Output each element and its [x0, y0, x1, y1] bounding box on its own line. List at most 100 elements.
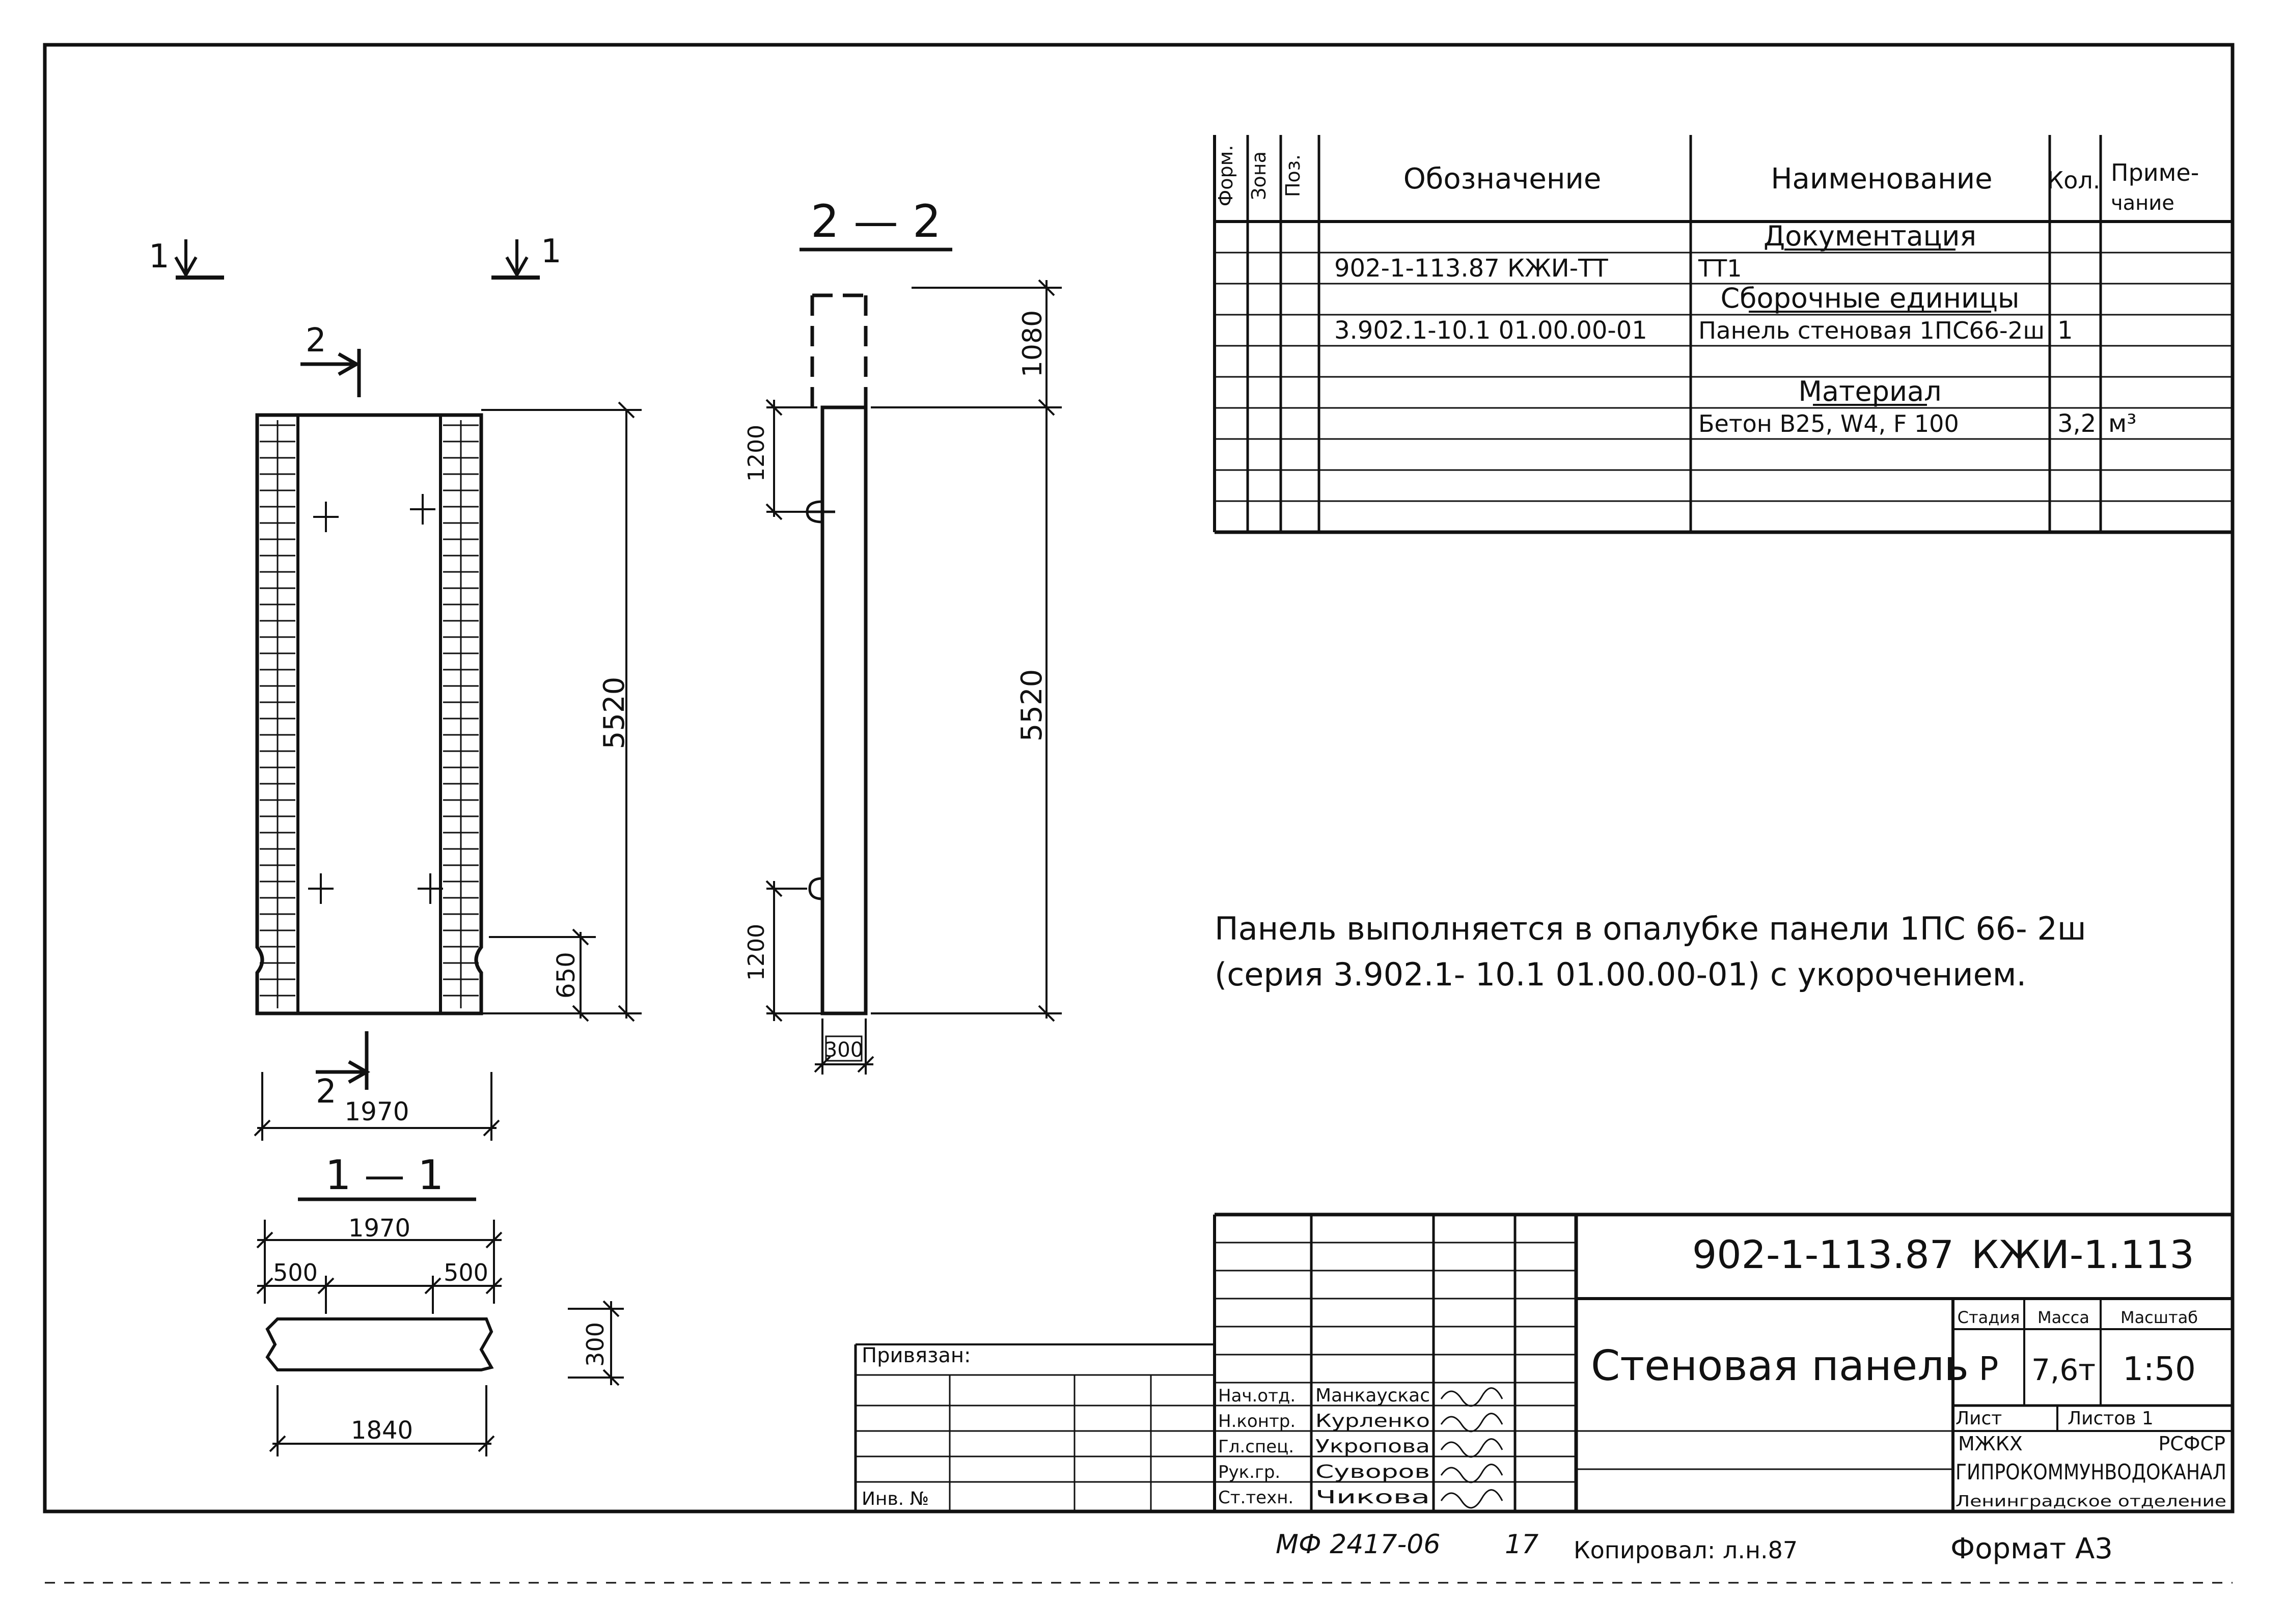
cut-2-bottom-mark	[316, 1031, 371, 1090]
staff-name: Суворов	[1315, 1462, 1430, 1482]
anchor-mark	[308, 873, 334, 904]
specification-table: Форм. Зона Поз. Обозначение Наименование…	[1213, 135, 2233, 534]
header-note-2: чание	[2111, 191, 2174, 215]
cut-2-bottom-label: 2	[316, 1073, 337, 1111]
sec1-left-offset: 500	[273, 1259, 318, 1286]
header-name: Наименование	[1771, 162, 1992, 196]
mass-value: 7,6т	[2031, 1353, 2096, 1387]
inv-label: Инв. №	[862, 1489, 929, 1509]
org-ministry: МЖКХ	[1958, 1433, 2023, 1455]
section-2-wall	[820, 405, 868, 1015]
top-ext-value: 1080	[1017, 310, 1048, 377]
sheet-code: КЖИ-1.113	[1971, 1232, 2194, 1277]
sec1-width: 1970	[348, 1214, 410, 1243]
staff-role: Ст.техн.	[1218, 1488, 1293, 1508]
upper-loop-dim	[765, 399, 817, 520]
org-republic: РСФСР	[2158, 1433, 2225, 1455]
header-qty: Кол.	[2047, 167, 2101, 194]
staff-name: Чикова	[1315, 1487, 1430, 1508]
stage-label: Стадия	[1958, 1308, 2020, 1327]
width-dim-line	[254, 1072, 500, 1141]
thickness-dim-2	[814, 1019, 874, 1075]
front-view: 1 1 2 2 5520 650 1970	[149, 233, 642, 1141]
cut-1-right-arrow	[505, 239, 529, 279]
section-2-dashed-top	[810, 293, 868, 407]
outer-frame	[43, 43, 2235, 1513]
top-ext-dim	[871, 279, 1062, 416]
lower-loop-value: 1200	[743, 924, 769, 981]
title-block: 902-1-113.87 КЖИ-1.113 Стеновая панель С…	[854, 1213, 2233, 1511]
sec1-thickness: 300	[582, 1322, 609, 1367]
height-value-2: 5520	[1015, 669, 1049, 742]
staff-role: Н.контр.	[1218, 1411, 1296, 1432]
staff-name: Укропова	[1315, 1436, 1430, 1457]
sec1-bottom-dim	[269, 1385, 495, 1456]
panel-outline	[255, 413, 483, 1015]
sec1-offset-dims	[256, 1276, 503, 1314]
title-block-grid	[854, 1213, 2233, 1511]
spec-section-heading: Документация	[1764, 220, 1976, 252]
spec-qty: 3,2	[2057, 409, 2096, 438]
lower-loop-dim	[765, 880, 822, 1022]
header-note-1: Приме-	[2111, 159, 2199, 186]
height-dim-2	[871, 407, 1062, 1022]
thickness-value-2: 300	[824, 1038, 863, 1062]
staff-name: Манкаускас	[1315, 1385, 1430, 1406]
anchor-mark	[313, 502, 339, 532]
height-dim-line	[481, 401, 642, 1022]
spec-designation: 902-1-113.87 КЖИ-ТТ	[1334, 254, 1608, 283]
signature	[1440, 1489, 1503, 1509]
cut-1-left-arrow	[174, 239, 198, 279]
cut-2-top-mark	[300, 349, 361, 397]
spec-section-heading: Материал	[1798, 375, 1941, 407]
spec-table-grid	[1213, 135, 2233, 534]
notch-dim-line	[489, 928, 596, 1022]
sec1-bottom-width: 1840	[351, 1416, 413, 1445]
header-zone: Зона	[1248, 151, 1270, 200]
format-label: Формат А3	[1950, 1532, 2113, 1565]
doc-code: 902-1-113.87	[1692, 1232, 1954, 1277]
sec1-top-dim	[256, 1220, 503, 1304]
spec-note: м³	[2108, 409, 2136, 438]
signature	[1440, 1387, 1503, 1407]
archive-stamp-number: 17	[1505, 1529, 1538, 1560]
section-1-1: 1 — 1 1970 500 500 300 1840	[256, 1151, 624, 1456]
spec-name: Бетон В25, W4, F 100	[1698, 410, 1959, 437]
section-1-title: 1 — 1	[325, 1151, 444, 1199]
stage-value: Р	[1979, 1351, 1999, 1388]
org-branch: Ленинградское отделение	[1956, 1493, 2226, 1510]
note-line-2: (серия 3.902.1- 10.1 01.00.00-01) с укор…	[1215, 956, 2026, 993]
sheet-label: Лист	[1956, 1408, 2002, 1429]
cut-1-left-label: 1	[149, 238, 170, 276]
height-dim-value: 5520	[598, 677, 631, 750]
scale-value: 1:50	[2123, 1351, 2196, 1388]
sheets-label: Листов 1	[2068, 1408, 2154, 1429]
note-line-1: Панель выполняется в опалубке панели 1ПС…	[1215, 910, 2086, 947]
lower-lifting-loop	[808, 877, 823, 900]
anchor-mark	[418, 873, 443, 904]
signature	[1440, 1438, 1503, 1458]
section-2-2: 2 — 2 1080 5520 1200 1200 300	[743, 195, 1062, 1075]
staff-role: Гл.спец.	[1218, 1437, 1294, 1457]
scale-label: Масштаб	[2120, 1308, 2198, 1327]
copied-by: Копировал: л.н.87	[1574, 1536, 1798, 1564]
section-2-title: 2 — 2	[811, 195, 941, 247]
sec1-profile	[265, 1317, 494, 1371]
cut-2-top-label: 2	[306, 322, 326, 360]
upper-loop-value: 1200	[743, 425, 769, 482]
cut-1-right-label: 1	[541, 233, 562, 270]
spec-name: ТТ1	[1698, 255, 1742, 282]
header-pos: Поз.	[1282, 154, 1304, 197]
staff-name: Курленко	[1315, 1411, 1430, 1432]
signature	[1440, 1464, 1503, 1483]
org-institute: ГИПРОКОММУНВОДОКАНАЛ	[1956, 1460, 2226, 1484]
width-dim-value: 1970	[344, 1097, 409, 1126]
mass-label: Масса	[2037, 1308, 2089, 1327]
spec-designation: 3.902.1-10.1 01.00.00-01	[1334, 316, 1647, 345]
drawing-title: Стеновая панель	[1591, 1342, 1969, 1390]
rib-hatching	[260, 424, 479, 997]
header-form: Форм.	[1215, 145, 1237, 207]
archive-stamp: МФ 2417-06	[1276, 1529, 1440, 1560]
